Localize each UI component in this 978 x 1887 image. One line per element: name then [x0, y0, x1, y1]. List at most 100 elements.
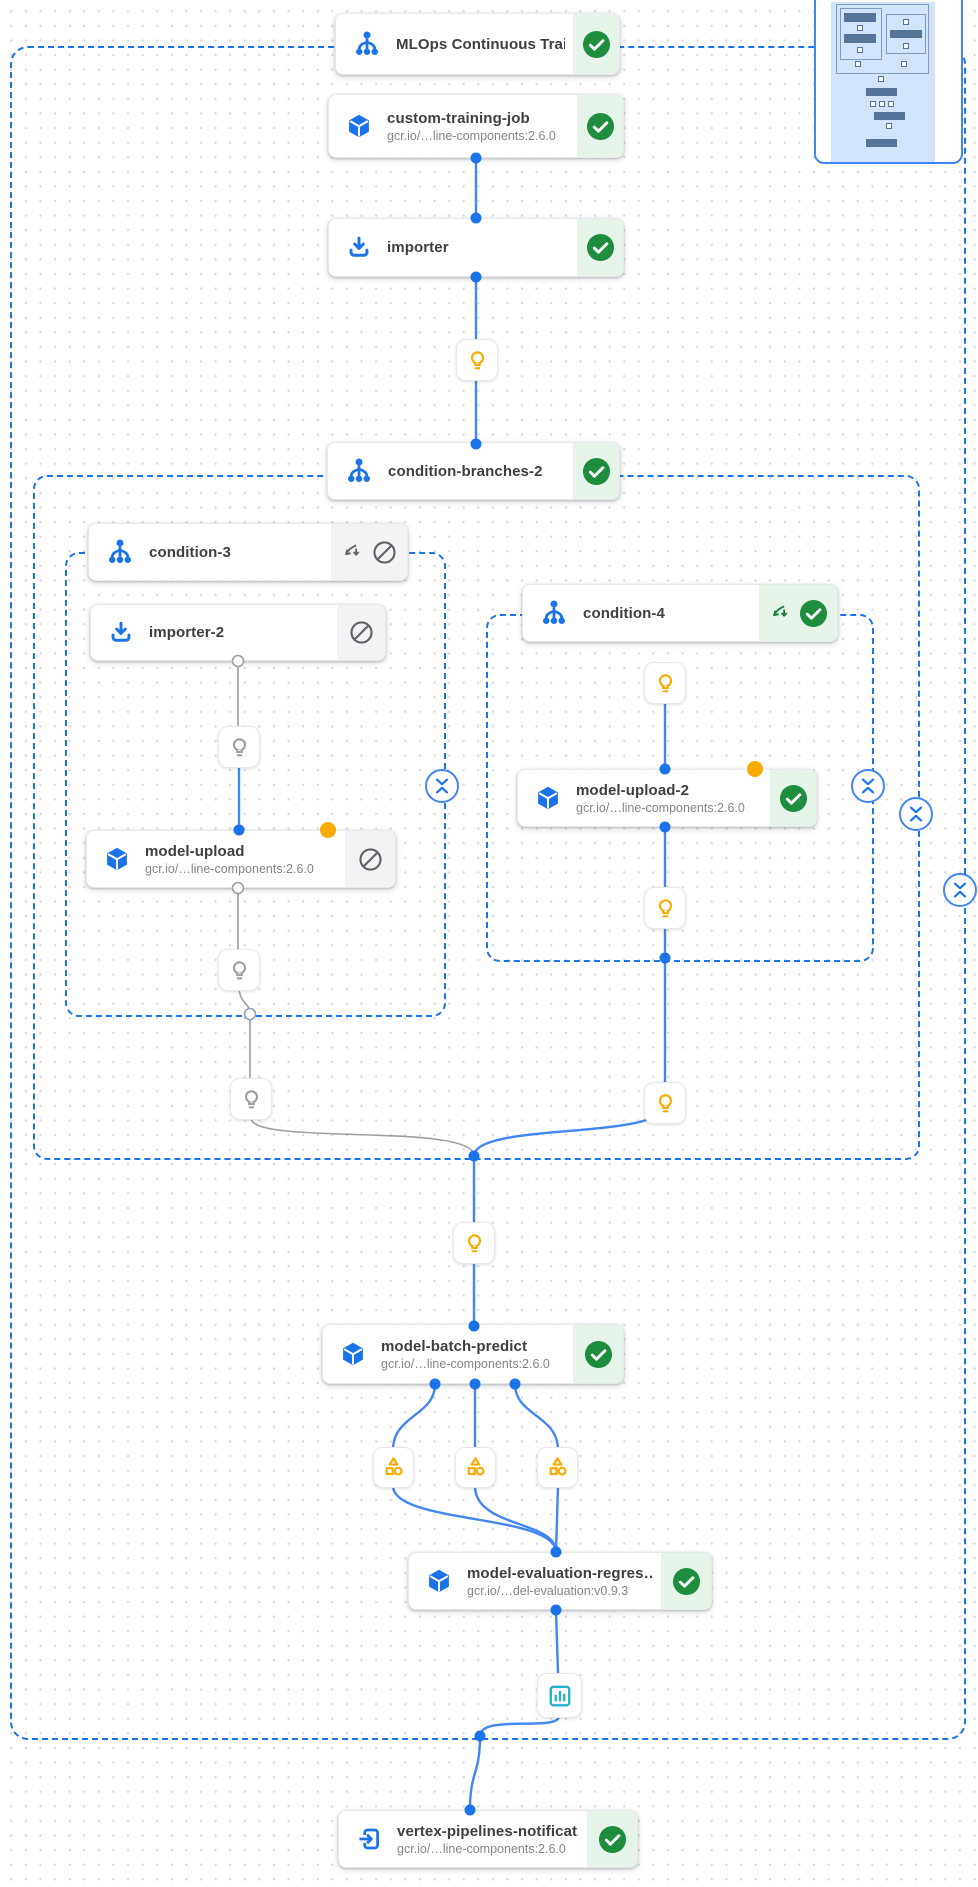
node-text: importer — [387, 239, 569, 256]
not-executed-icon — [371, 539, 398, 566]
branch-skip-icon — [768, 602, 790, 624]
cube-icon — [534, 784, 562, 812]
success-check-icon — [598, 1825, 627, 1854]
not-executed-icon — [357, 846, 384, 873]
minimap-node — [844, 34, 876, 43]
node-title: vertex-pipelines-notificat… — [397, 1822, 579, 1840]
minimap-node — [844, 13, 876, 22]
node-subtitle: gcr.io/…del-evaluation:v0.9.3 — [467, 1583, 629, 1598]
artifact-lightbulb-5[interactable] — [644, 662, 686, 704]
node-model-evaluation-regression[interactable]: model-evaluation-regres…gcr.io/…del-eval… — [408, 1552, 712, 1610]
artifact-lightbulb-7[interactable] — [644, 1082, 686, 1124]
status-strip — [770, 770, 816, 826]
artifact-shapes-2[interactable] — [455, 1447, 496, 1488]
minimap-artifact — [870, 101, 876, 107]
node-title: importer — [387, 239, 449, 256]
success-check-icon — [584, 1340, 613, 1369]
dag-icon — [344, 456, 374, 486]
cube-icon — [103, 845, 131, 873]
node-text: vertex-pipelines-notificat…gcr.io/…line-… — [397, 1823, 579, 1856]
collapse-condition-branches-2[interactable] — [899, 797, 933, 831]
artifact-metrics[interactable] — [537, 1673, 582, 1718]
import-icon — [107, 619, 135, 647]
node-subtitle: gcr.io/…line-components:2.6.0 — [576, 800, 745, 815]
collapse-condition-3[interactable] — [425, 769, 459, 803]
artifact-lightbulb-1[interactable] — [456, 339, 498, 381]
artifact-shapes-1[interactable] — [373, 1447, 414, 1488]
status-strip — [759, 585, 837, 641]
node-condition-3[interactable]: condition-3 — [88, 523, 408, 581]
minimap-artifact — [857, 47, 863, 53]
node-condition-4[interactable]: condition-4 — [522, 584, 838, 642]
collapse-pipeline-root[interactable] — [943, 873, 977, 907]
lightbulb-icon — [652, 1090, 679, 1117]
collapse-condition-4[interactable] — [851, 769, 885, 803]
minimap-node — [890, 30, 922, 38]
node-title: model-batch-predict — [381, 1337, 528, 1355]
node-text: condition-branches-2 — [388, 463, 565, 480]
node-title: importer-2 — [149, 624, 225, 641]
minimap-group — [840, 8, 882, 60]
branch-skip-icon — [340, 541, 362, 563]
edge — [468, 1735, 482, 1811]
artifact-lightbulb-4[interactable] — [230, 1078, 272, 1120]
not-executed-icon — [348, 619, 375, 646]
metrics-chart-icon — [545, 1681, 575, 1711]
status-strip — [573, 1325, 623, 1383]
artifact-lightbulb-3[interactable] — [218, 949, 260, 991]
node-text: condition-4 — [583, 605, 751, 622]
minimap-node — [866, 88, 897, 96]
collapse-icon — [905, 803, 927, 825]
minimap-artifact — [878, 76, 884, 82]
node-subtitle: gcr.io/…line-components:2.6.0 — [387, 128, 556, 143]
node-text: importer-2 — [149, 624, 329, 641]
artifact-shapes-3[interactable] — [537, 1447, 578, 1488]
status-strip — [661, 1553, 711, 1609]
node-mlops-root[interactable]: MLOps Continuous Traini… — [335, 13, 620, 75]
artifact-lightbulb-8[interactable] — [453, 1222, 495, 1264]
node-importer-2[interactable]: importer-2 — [90, 604, 386, 661]
node-subtitle: gcr.io/…line-components:2.6.0 — [397, 1841, 566, 1856]
status-strip — [337, 605, 385, 660]
node-title: condition-3 — [149, 543, 231, 561]
minimap-artifact — [888, 101, 894, 107]
lightbulb-icon — [652, 895, 679, 922]
minimap-artifact — [855, 61, 861, 67]
cube-icon — [345, 112, 373, 140]
artifact-lightbulb-6[interactable] — [644, 887, 686, 929]
status-strip — [577, 95, 623, 157]
node-text: model-evaluation-regres…gcr.io/…del-eval… — [467, 1565, 653, 1598]
collapse-icon — [857, 775, 879, 797]
artifact-lightbulb-2[interactable] — [218, 726, 260, 768]
minimap-node — [874, 112, 905, 120]
cube-icon — [425, 1567, 453, 1595]
minimap-group — [836, 4, 929, 74]
node-importer[interactable]: importer — [328, 218, 624, 277]
minimap-artifact — [857, 25, 863, 31]
status-strip — [331, 524, 407, 580]
exit-to-app-icon — [355, 1825, 383, 1853]
lightbulb-icon — [226, 734, 253, 761]
import-icon — [345, 234, 373, 262]
node-vertex-pipelines-notification[interactable]: vertex-pipelines-notificat…gcr.io/…line-… — [338, 1810, 638, 1868]
minimap-group — [886, 14, 926, 54]
lightbulb-icon — [652, 670, 679, 697]
minimap-viewport[interactable] — [831, 2, 935, 162]
dag-icon — [105, 537, 135, 567]
success-check-icon — [582, 30, 611, 59]
minimap-artifact — [903, 43, 909, 49]
lightbulb-icon — [238, 1086, 265, 1113]
status-strip — [345, 831, 395, 887]
node-title: model-upload — [145, 842, 245, 860]
artifact-shapes-icon — [544, 1454, 571, 1481]
node-condition-branches-2[interactable]: condition-branches-2 — [327, 442, 620, 500]
node-title: condition-branches-2 — [388, 462, 543, 480]
minimap[interactable] — [814, 0, 963, 164]
